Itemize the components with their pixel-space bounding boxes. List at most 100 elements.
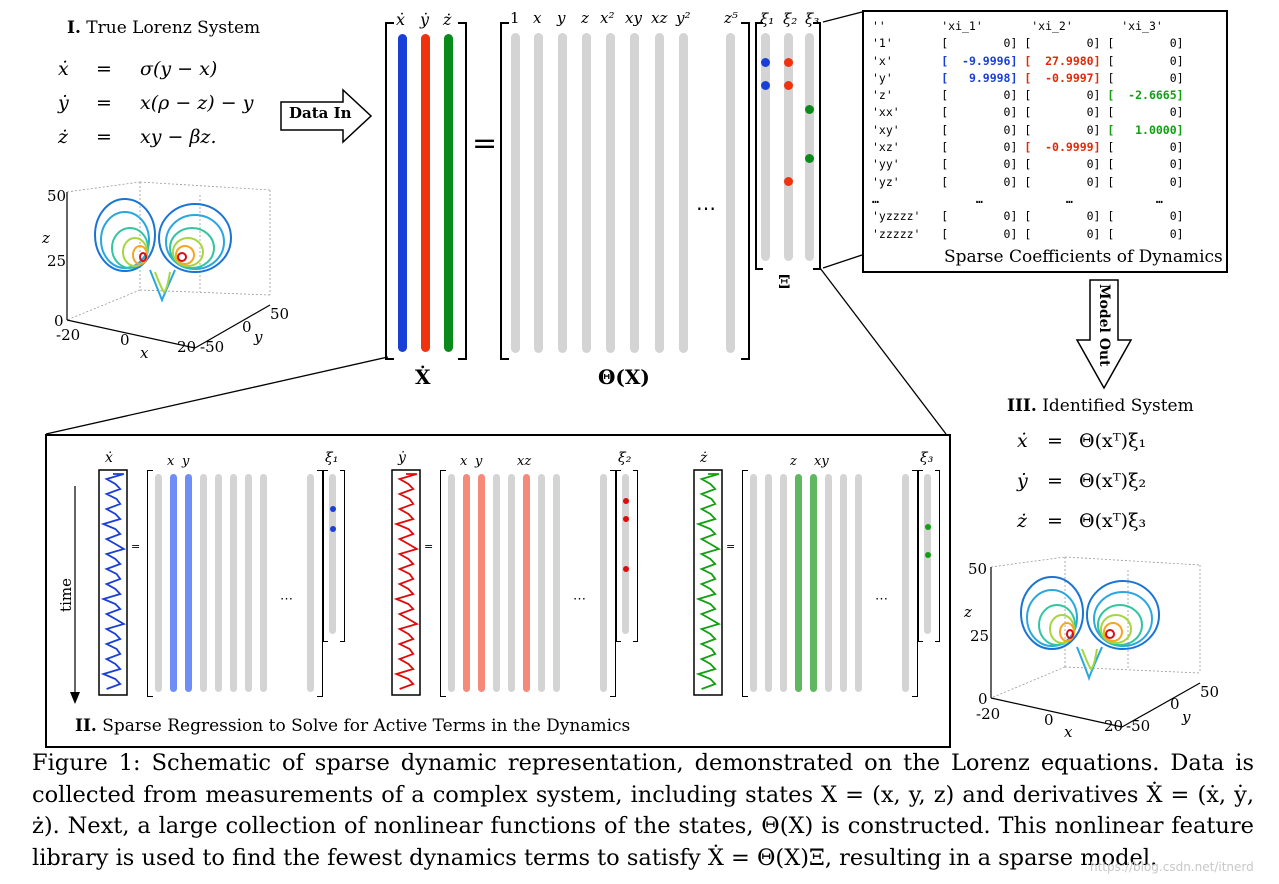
library-column — [795, 474, 802, 692]
time-axis: time — [55, 486, 80, 706]
derivative-timeseries — [693, 469, 723, 696]
coef-row: 'xx' [ 0] [ 0] [ 0] — [872, 105, 1184, 120]
library-column — [810, 474, 817, 692]
library-column — [538, 474, 545, 692]
library-column — [215, 474, 222, 692]
x-tick-20: 20 — [177, 338, 196, 356]
lorenz-3d-plot: 50 z 25 0 -20 0 x 20 50 0 y -50 — [41, 181, 289, 362]
z-tick-50: 50 — [47, 187, 66, 205]
z-tick-0: 0 — [978, 690, 988, 708]
library-column — [780, 474, 787, 692]
xi2-active-dot — [784, 58, 793, 67]
z-axis-label: z — [41, 229, 50, 247]
theta-column — [630, 33, 639, 353]
term-label: y — [475, 454, 483, 469]
model-out-label: Model Out — [1096, 284, 1112, 367]
xi1-active-dot — [761, 58, 770, 67]
zdot-col-label: ż — [443, 10, 452, 29]
theta-left-bracket — [500, 22, 509, 360]
theta-column — [582, 33, 591, 353]
ydot-column — [421, 34, 430, 352]
theta-left-bracket — [440, 470, 446, 697]
coefficients-caption: Sparse Coefficients of Dynamics — [944, 247, 1223, 267]
xi-left-bracket — [616, 470, 621, 642]
derivative-timeseries — [98, 469, 128, 696]
xi3-active-dot — [805, 105, 814, 114]
xi-active-dot — [925, 524, 931, 530]
section-2-title: II. Sparse Regression to Solve for Activ… — [75, 716, 631, 736]
xi-active-dot — [330, 506, 336, 512]
xi1-column — [761, 33, 770, 261]
library-column — [902, 474, 909, 692]
z-tick-25: 25 — [970, 627, 989, 645]
coef-row: '1' [ 0] [ 0] [ 0] — [872, 36, 1184, 51]
xi2-active-dot — [784, 177, 793, 186]
library-column — [463, 474, 470, 692]
theta-column — [655, 33, 664, 353]
theta-column — [534, 33, 543, 353]
coef-row: 'yz' [ 0] [ 0] [ 0] — [872, 174, 1184, 189]
x-axis-label: x — [140, 344, 149, 360]
library-column — [553, 474, 560, 692]
ellipsis: ⋯ — [573, 592, 586, 607]
z-tick-0: 0 — [54, 312, 64, 330]
xi3-column — [805, 33, 814, 261]
x-tick-neg20: -20 — [56, 326, 80, 344]
section-3-title: III. Identified System — [1007, 396, 1194, 416]
z-axis-label: z — [963, 603, 972, 621]
xi2-active-dot — [784, 81, 793, 90]
term-label: z — [790, 454, 797, 469]
zdot-column — [444, 34, 453, 352]
xi-label: ξ₁ — [325, 450, 339, 466]
model-out-arrow: Model Out — [1075, 278, 1133, 394]
sparse-coefficients-panel: '' 'xi_1' 'xi_2' 'xi_3' '1' [ 0] [ 0] [ 0… — [862, 10, 1228, 273]
coefficient-table: '' 'xi_1' 'xi_2' 'xi_3' '1' [ 0] [ 0] [ 0… — [872, 18, 1184, 243]
theta-right-bracket — [610, 470, 616, 697]
library-column — [155, 474, 162, 692]
xdot-column — [398, 34, 407, 352]
xi-active-dot — [623, 516, 629, 522]
z-tick-25: 25 — [47, 252, 66, 270]
coef-ellipsis-row: … … … … — [872, 191, 1163, 206]
library-column — [840, 474, 847, 692]
xi1-active-dot — [761, 81, 770, 90]
coef-row: 'y' [ 9.9998] [ -0.9997] [ 0] — [872, 70, 1184, 85]
coef-header-row: '' 'xi_1' 'xi_2' 'xi_3' — [872, 19, 1163, 33]
figure-caption: Figure 1: Schematic of sparse dynamic re… — [32, 748, 1254, 874]
small-equals-sign: = — [424, 540, 434, 553]
theta-right-bracket — [317, 470, 323, 697]
right-arrow-icon — [280, 88, 373, 144]
theta-left-bracket — [742, 470, 748, 697]
xdot-matrix-label: Ẋ — [415, 365, 431, 389]
library-column — [448, 474, 455, 692]
xi-left-bracket — [755, 22, 763, 270]
theta-right-bracket — [912, 470, 918, 697]
xi-label: ξ₃ — [920, 450, 934, 466]
caption-prefix: Figure 1: — [32, 750, 141, 776]
coef-row: 'xy' [ 0] [ 0] [ 1.0000] — [872, 122, 1184, 137]
term-label: xy — [814, 454, 829, 469]
xdot-right-bracket — [458, 22, 467, 360]
data-in-label: Data In — [289, 104, 352, 122]
ydot-col-label: ẏ — [420, 10, 430, 29]
library-column — [523, 474, 530, 692]
caption-text: Schematic of sparse dynamic representati… — [32, 750, 1255, 871]
term-label: xz — [517, 454, 532, 469]
x-tick-20: 20 — [1104, 717, 1123, 735]
library-column — [765, 474, 772, 692]
xi3-active-dot — [805, 154, 814, 163]
coef-row: 'yy' [ 0] [ 0] [ 0] — [872, 157, 1184, 172]
lorenz-3d-plot: 50 z 25 0 -20 0 x 20 50 0 y -50 — [963, 556, 1219, 741]
term-label: x — [460, 454, 468, 469]
library-column — [245, 474, 252, 692]
theta-ellipsis: ⋯ — [696, 196, 716, 220]
library-column — [600, 474, 607, 692]
ellipsis: ⋯ — [875, 592, 888, 607]
ellipsis: ⋯ — [280, 592, 293, 607]
xi2-column — [784, 33, 793, 261]
equals-sign: = — [472, 126, 498, 161]
y-tick-neg50: -50 — [200, 338, 224, 356]
xi-right-bracket — [340, 470, 345, 642]
